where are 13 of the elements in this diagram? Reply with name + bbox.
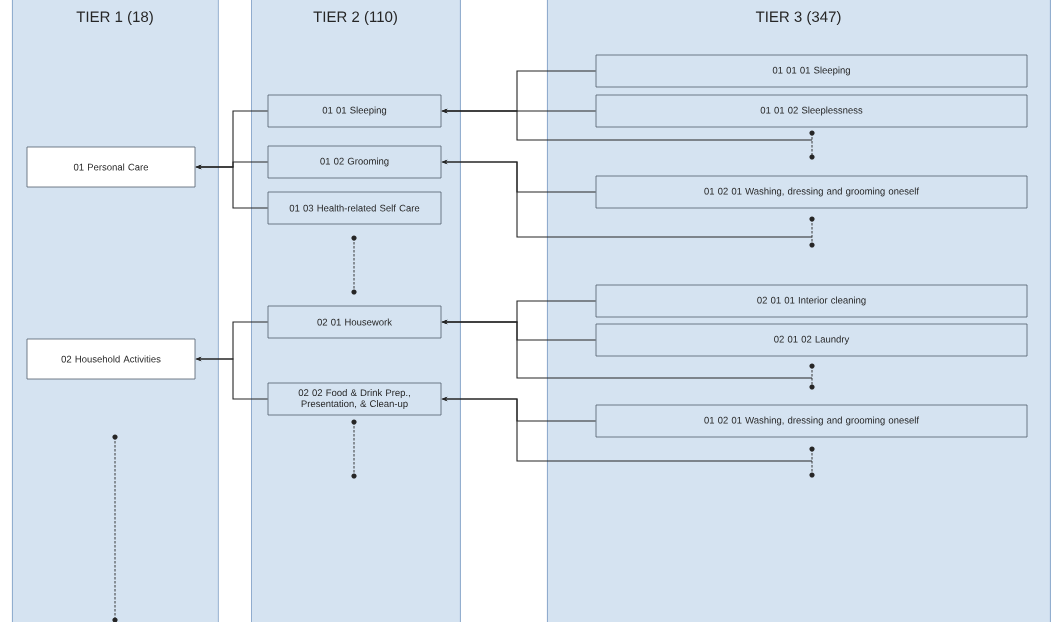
category-box: 01 01 Sleeping [267,94,442,128]
category-box: 01 02 01 Washing, dressing and grooming oneself [595,175,1028,209]
category-box: 01 02 Grooming [267,145,442,179]
category-box: 01 01 01 Sleeping [595,54,1028,88]
category-box: 02 01 Housework [267,305,442,339]
category-box: 01 01 02 Sleeplessness [595,94,1028,128]
category-box: 01 Personal Care [26,146,196,188]
category-box: 01 03 Health-related Self Care [267,191,442,225]
category-box: 02 02 Food & Drink Prep., Presentation, & Clean-up [267,382,442,416]
category-box: 02 01 02 Laundry [595,323,1028,357]
category-box: 02 01 01 Interior cleaning [595,284,1028,318]
category-box: 01 02 01 Washing, dressing and grooming oneself [595,404,1028,438]
category-box: 02 Household Activities [26,338,196,380]
